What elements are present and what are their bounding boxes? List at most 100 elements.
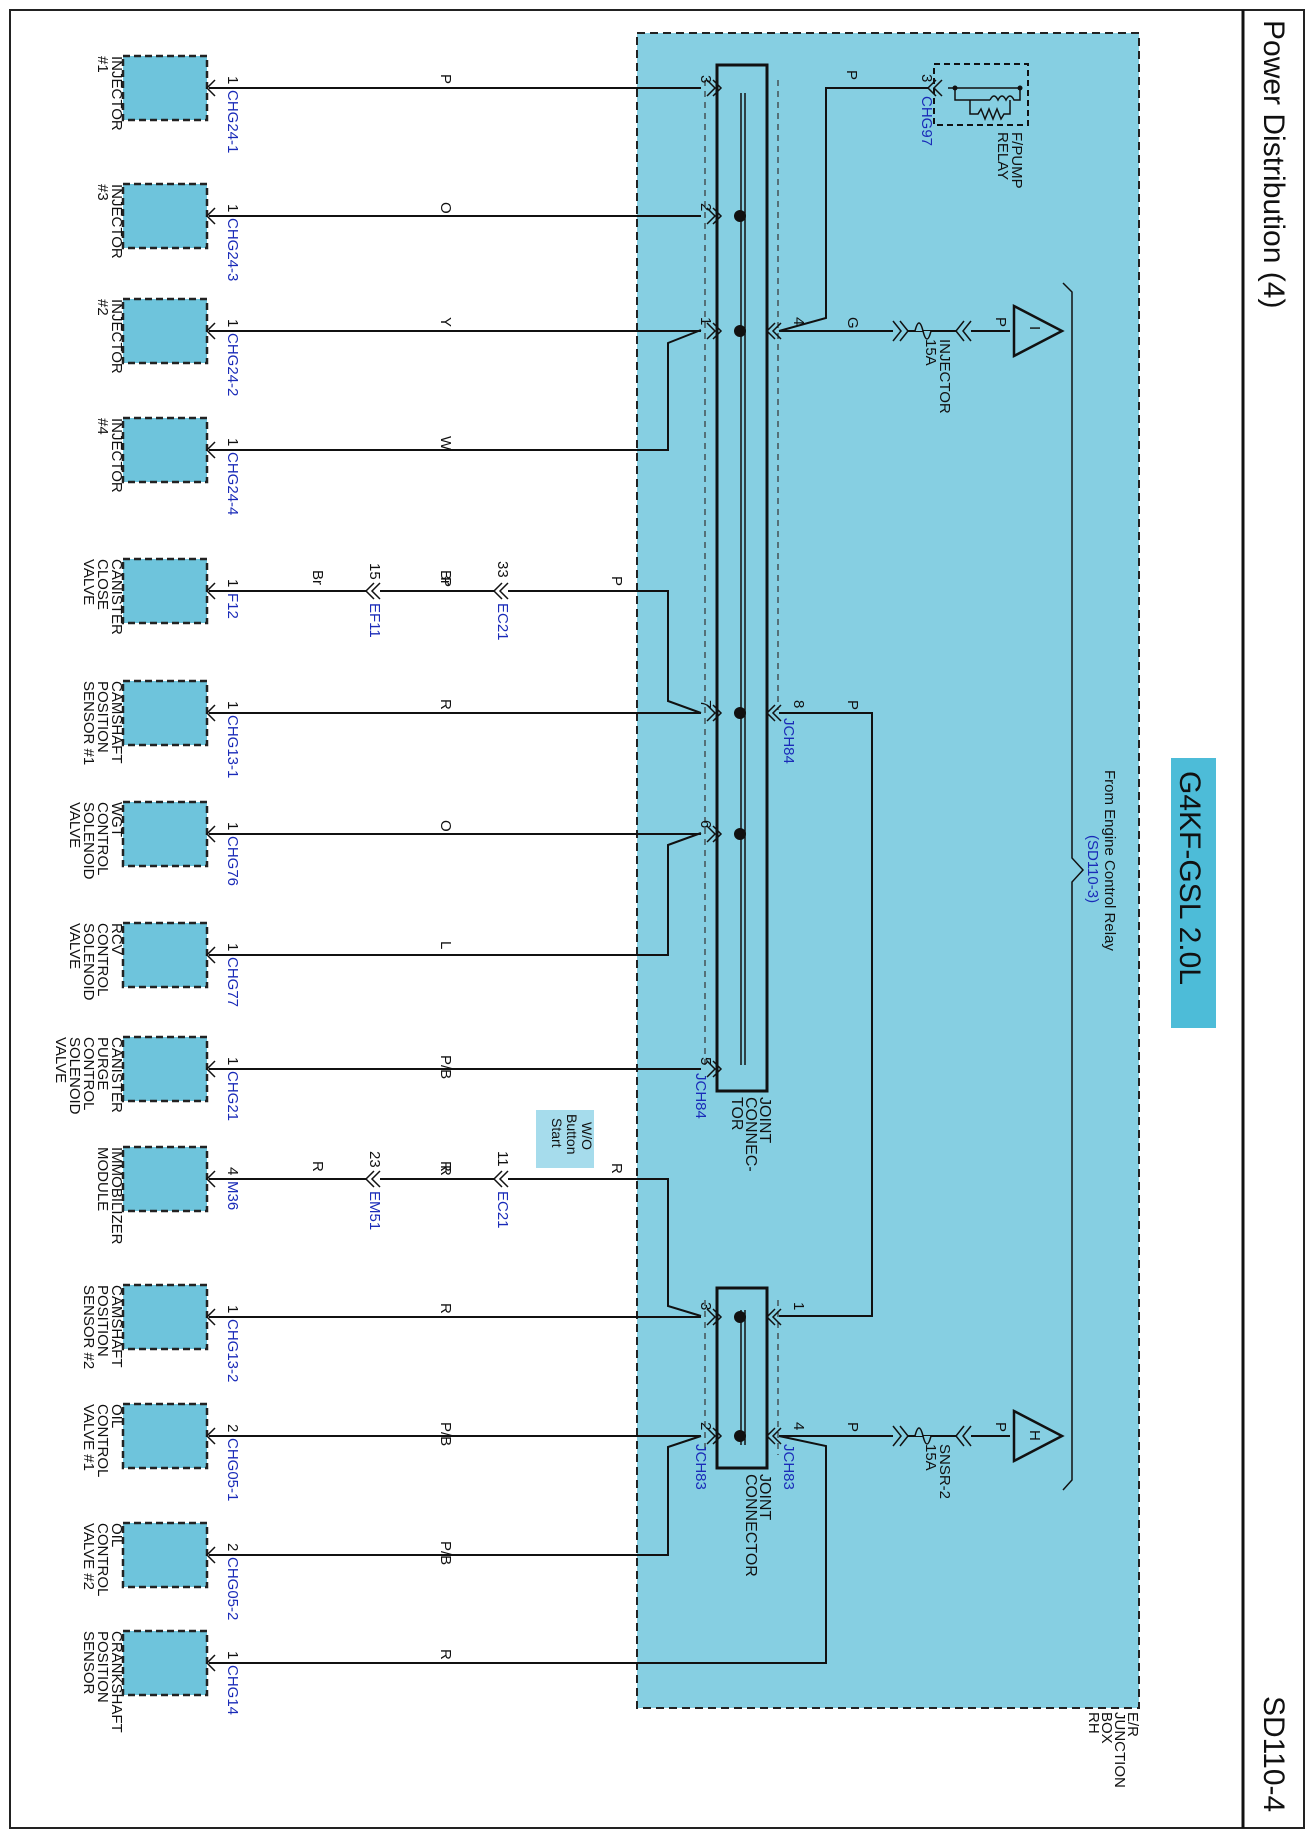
wire-color: R (437, 1649, 454, 1660)
component-pin: 4 (224, 1167, 241, 1175)
fuse-injector-name: INJECTOR (936, 339, 953, 414)
component-pin-mark (205, 441, 216, 459)
fuse-snsr2-wire-left: P (844, 1422, 861, 1432)
component-pin: 1 (224, 204, 241, 212)
component-pin-mark (205, 825, 216, 843)
component-name-line: SENSOR (80, 1631, 97, 1695)
fuse-injector-rating: 15A (922, 339, 939, 366)
component-name-line: CANISTER (108, 1037, 125, 1113)
fuse-snsr2: H SNSR-2 15A P P (844, 1408, 1065, 1499)
relay-node-dot (1017, 85, 1023, 91)
pin-mark (765, 1427, 782, 1445)
component-name-line: OIL (108, 1404, 125, 1428)
pin-number: 2 (697, 1422, 714, 1430)
wire-pb-ocv2-route (637, 1435, 702, 1556)
component-connector-code: CHG24-4 (224, 452, 241, 515)
wire-r-immob-route (637, 1178, 702, 1317)
component-name-line: CONTROL (94, 802, 111, 875)
power-source-i (1012, 303, 1065, 359)
pin-mark (765, 704, 782, 722)
relay-code: CHG97 (918, 96, 935, 146)
routing-wires (637, 87, 928, 1664)
jch84-dots (734, 210, 746, 840)
pin-mark (706, 1308, 723, 1326)
splice-dot (734, 1430, 746, 1442)
inline-code: EM51 (366, 1191, 383, 1230)
component-connector-code: CHG24-2 (224, 333, 241, 396)
wire-color: R (309, 1161, 326, 1172)
pin-number: 8 (790, 700, 807, 708)
wire-color: O (437, 202, 454, 214)
source-note-line1: From Engine Control Relay (1101, 770, 1118, 951)
component-pin-mark (205, 946, 216, 964)
component-connector-code: CHG24-3 (224, 218, 241, 281)
component-pin-mark (205, 1308, 216, 1326)
pin-number: 2 (697, 203, 714, 211)
relay-label-2: RELAY (994, 132, 1011, 180)
jch84-label-1: JOINT (756, 1097, 773, 1143)
jch83-label-2: CONNECTOR (742, 1474, 759, 1577)
jch84-label-3: TOR (728, 1097, 745, 1130)
component-name-line: VALVE #1 (80, 1404, 97, 1471)
component-name-line: SOLENOID (80, 802, 97, 880)
component-box (121, 416, 209, 484)
component-connector-code: CHG05-1 (224, 1438, 241, 1501)
pin-number: 1 (790, 1302, 807, 1310)
component-pin: 1 (224, 579, 241, 587)
component-pin-mark (205, 1654, 216, 1672)
inline-pin-mark (364, 1170, 381, 1188)
component-name-line: #2 (94, 299, 111, 316)
component-pin-mark (205, 704, 216, 722)
component-box (121, 679, 209, 747)
component-name-line: CONTROL (80, 1037, 97, 1110)
component-pin-mark (205, 1170, 216, 1188)
component-pin-mark (205, 1546, 216, 1564)
pin-mark (706, 825, 723, 843)
component-name-line: OIL (108, 1523, 125, 1547)
jch83-code-left: JCH83 (692, 1444, 709, 1490)
relay-coil-icon (948, 87, 1021, 102)
relay-box (933, 63, 1029, 126)
component-pin-mark (205, 582, 216, 600)
component-name-line: CAMSHAFT (108, 1285, 125, 1368)
component-connector-code: M36 (224, 1181, 241, 1210)
wire-color: W (437, 436, 454, 451)
wire-color: P (608, 576, 625, 586)
component-pin-mark (205, 322, 216, 340)
jch83-code-right: JCH83 (780, 1444, 797, 1490)
pin-marks (706, 79, 782, 1445)
joint-connector-upper (715, 63, 769, 1093)
components-group: 1CHG24-1PINJECTOR#11CHG24-3OINJECTOR#31C… (52, 54, 701, 1733)
component-box (121, 54, 209, 122)
component-name-line: VALVE (66, 923, 83, 969)
component-box (121, 1629, 209, 1697)
component-pin-mark (205, 1427, 216, 1445)
jch84-code-left: JCH84 (692, 1073, 709, 1119)
component-name-line: POSITION (94, 1631, 111, 1703)
relay-label-1: F/PUMP (1008, 132, 1025, 189)
component-name-line: INJECTOR (108, 299, 125, 374)
jch84-pin-numbers: 3 2 1 4 7 8 6 5 (697, 75, 807, 1065)
component-pin: 1 (224, 822, 241, 830)
note-line-3: Start (549, 1118, 565, 1148)
pin-number: 1 (697, 317, 714, 325)
relay-resistor-icon (969, 100, 1011, 122)
component-name-line: PURGE (94, 1037, 111, 1090)
wire-p-canister-route (637, 590, 702, 714)
pin-number: 7 (697, 700, 714, 708)
component-name-line: INJECTOR (108, 418, 125, 493)
fuse-injector: I INJECTOR 15A G P (844, 303, 1065, 414)
wire-color: R (608, 1163, 625, 1174)
splice-dot (734, 828, 746, 840)
fuse-icon (892, 320, 972, 342)
note-text: W/O Button Start (549, 1114, 595, 1154)
component-name-line: SENSOR #2 (80, 1285, 97, 1369)
component-connector-code: CHG13-2 (224, 1319, 241, 1382)
